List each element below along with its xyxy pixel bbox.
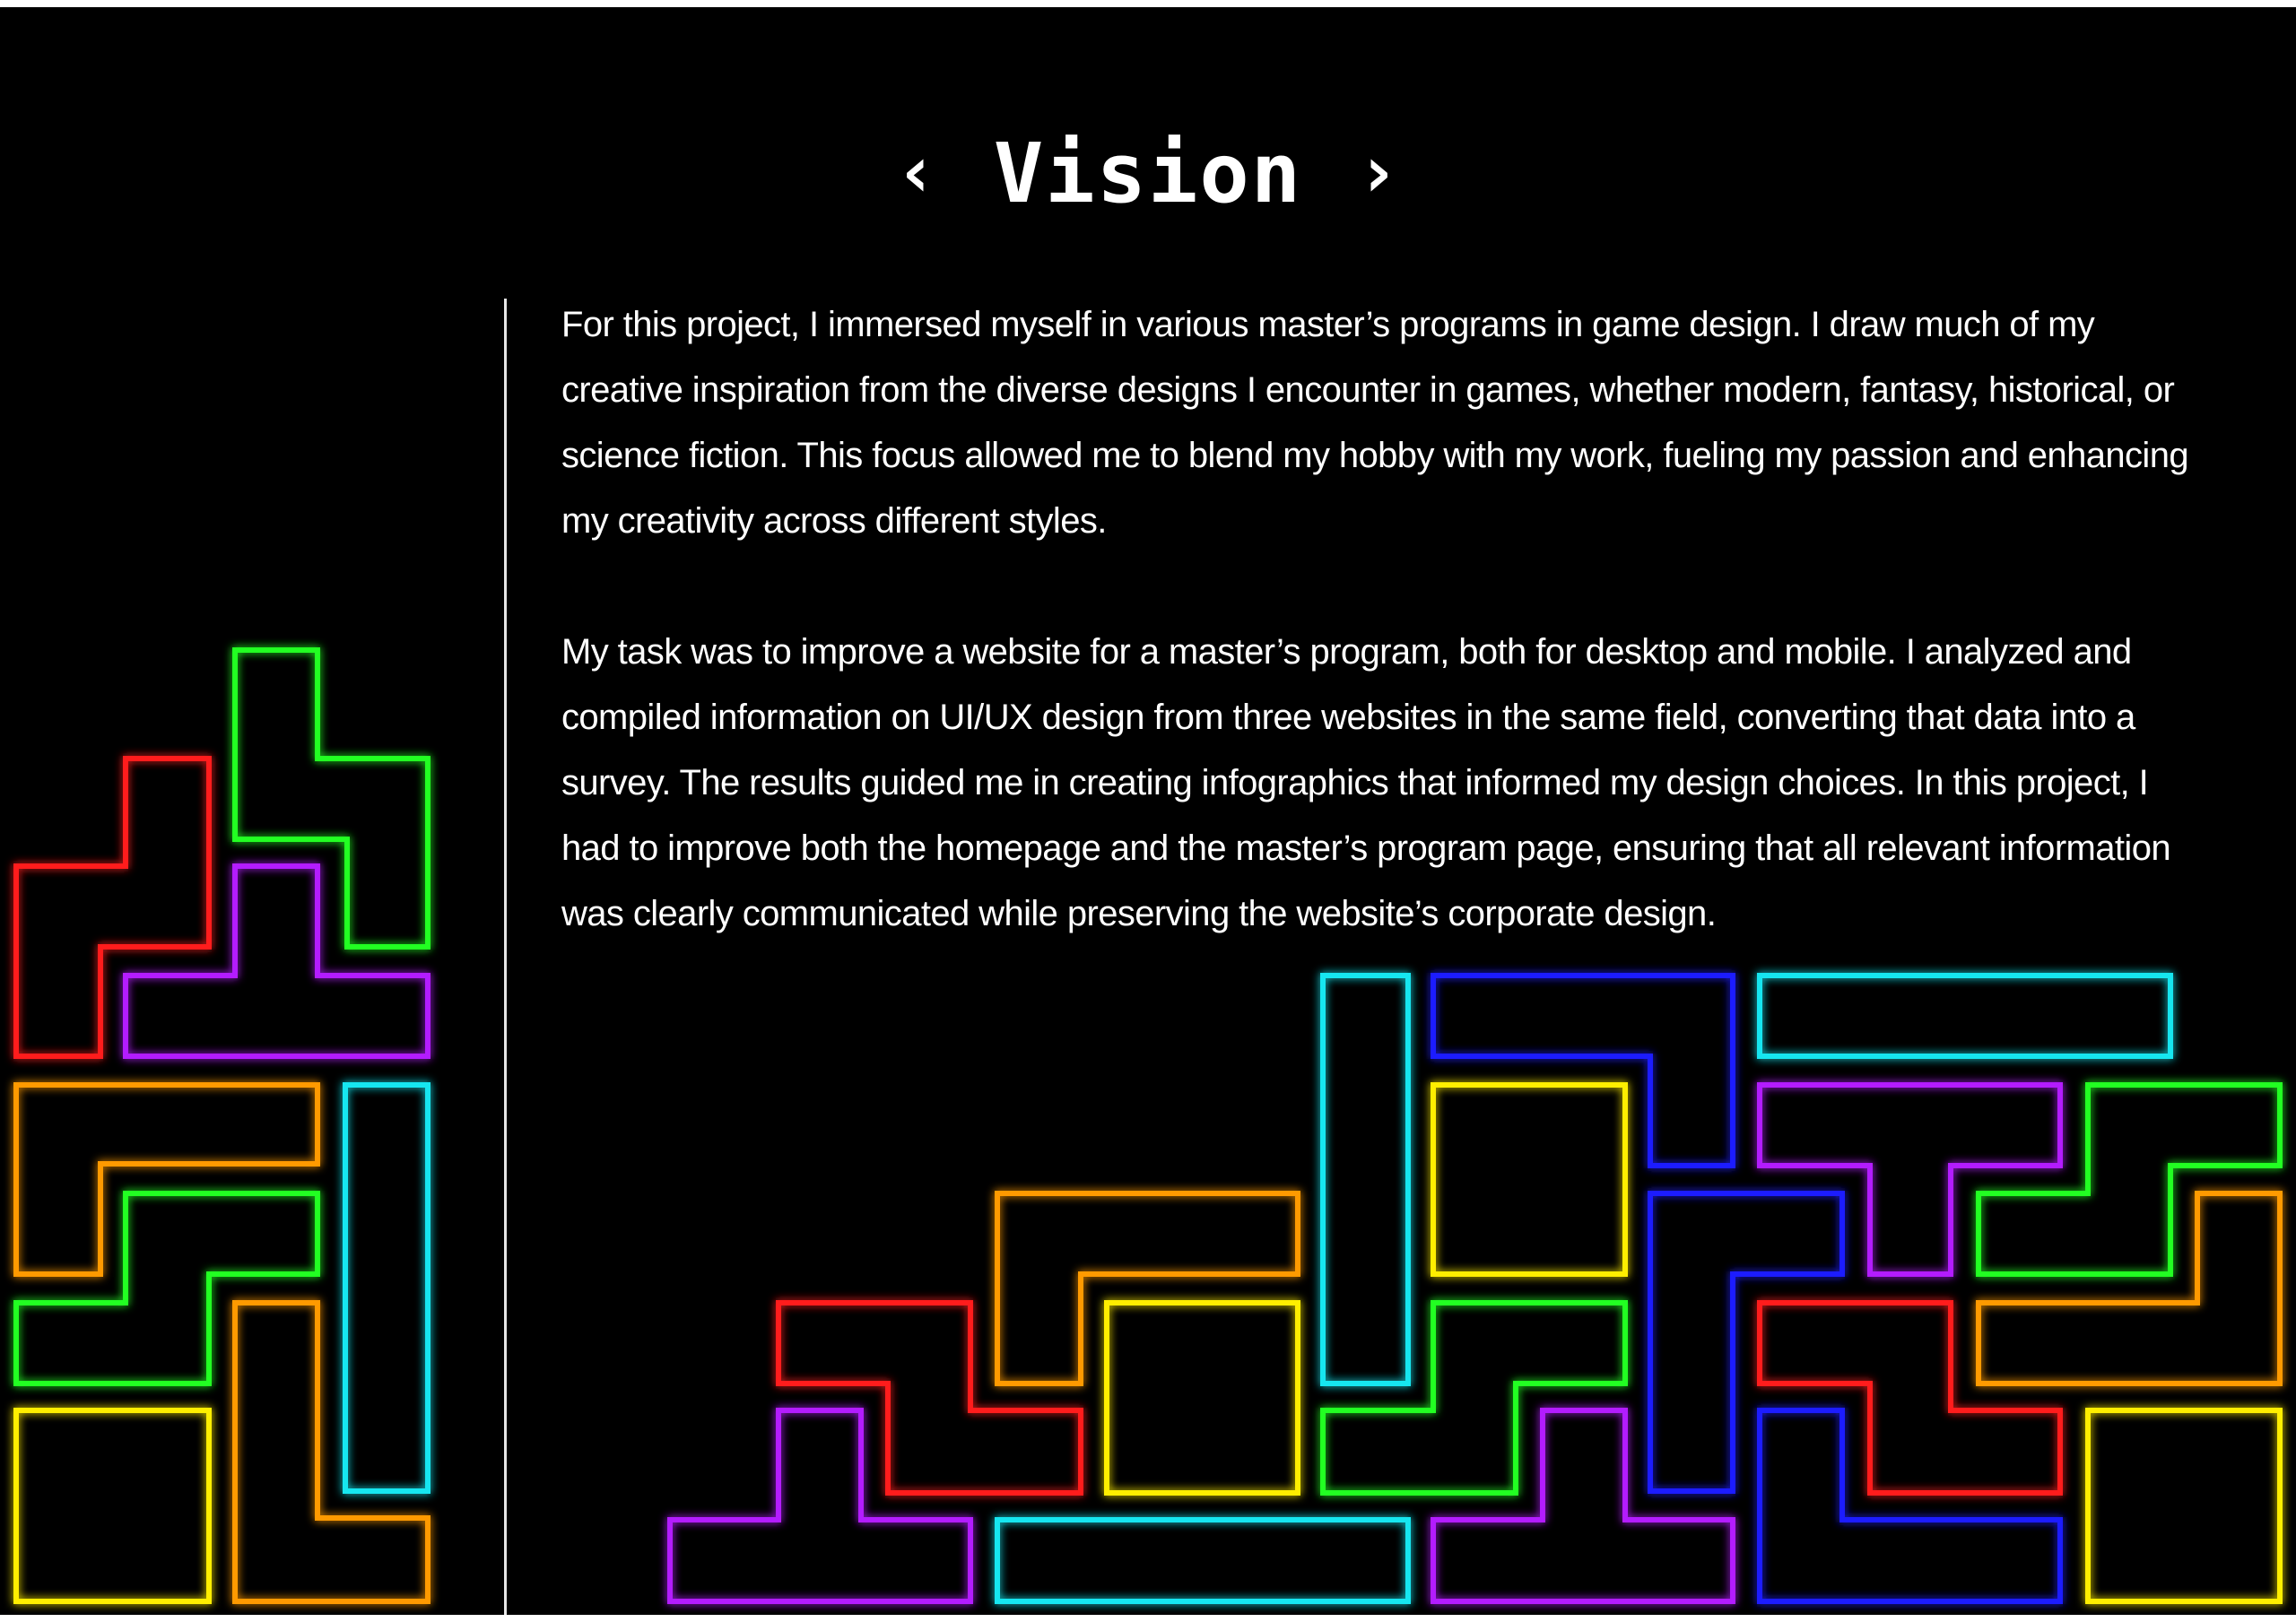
chevron-right-icon: ›	[1356, 130, 1402, 213]
tetris-piece-orange	[1976, 1191, 2283, 1386]
tetris-piece-purple	[667, 1408, 973, 1604]
chevron-left-icon: ‹	[894, 130, 940, 213]
tetris-piece-cyan	[1320, 973, 1411, 1386]
tetris-piece-orange	[232, 1300, 430, 1604]
vertical-divider	[504, 299, 507, 1615]
tetris-piece-green	[232, 647, 430, 950]
tetris-piece-orange	[13, 1082, 320, 1277]
tetris-piece-red	[13, 756, 212, 1059]
tetris-piece-yellow	[1431, 1082, 1628, 1277]
paragraph-1: For this project, I immersed myself in v…	[561, 305, 2189, 541]
tetris-piece-blue	[1648, 1191, 1845, 1494]
tetris-piece-purple	[123, 863, 430, 1059]
tetris-piece-red	[1757, 1300, 2063, 1496]
tetris-piece-purple	[1431, 1408, 1735, 1604]
tetris-piece-green	[1976, 1082, 2283, 1277]
tetris-piece-yellow	[13, 1408, 212, 1604]
tetris-piece-cyan	[343, 1082, 430, 1494]
tetris-piece-cyan	[1757, 973, 2173, 1059]
paragraph-2: My task was to improve a website for a m…	[561, 632, 2171, 933]
tetris-decoration	[13, 647, 2283, 1604]
tetris-piece-green	[13, 1191, 320, 1386]
page-title: ‹Vision›	[0, 133, 2296, 215]
tetris-piece-yellow	[1104, 1300, 1300, 1496]
slide-canvas: ‹Vision› For this project, I immersed my…	[0, 7, 2296, 1615]
page-title-text: Vision	[993, 126, 1303, 221]
body-text: For this project, I immersed myself in v…	[561, 292, 2203, 1012]
tetris-piece-purple	[1757, 1082, 2063, 1277]
tetris-piece-orange	[995, 1191, 1300, 1386]
tetris-piece-blue	[1757, 1408, 2063, 1604]
tetris-piece-green	[1320, 1300, 1628, 1496]
tetris-piece-red	[776, 1300, 1083, 1496]
tetris-piece-blue	[1431, 973, 1735, 1168]
tetris-piece-cyan	[995, 1517, 1411, 1604]
tetris-piece-yellow	[2085, 1408, 2283, 1604]
